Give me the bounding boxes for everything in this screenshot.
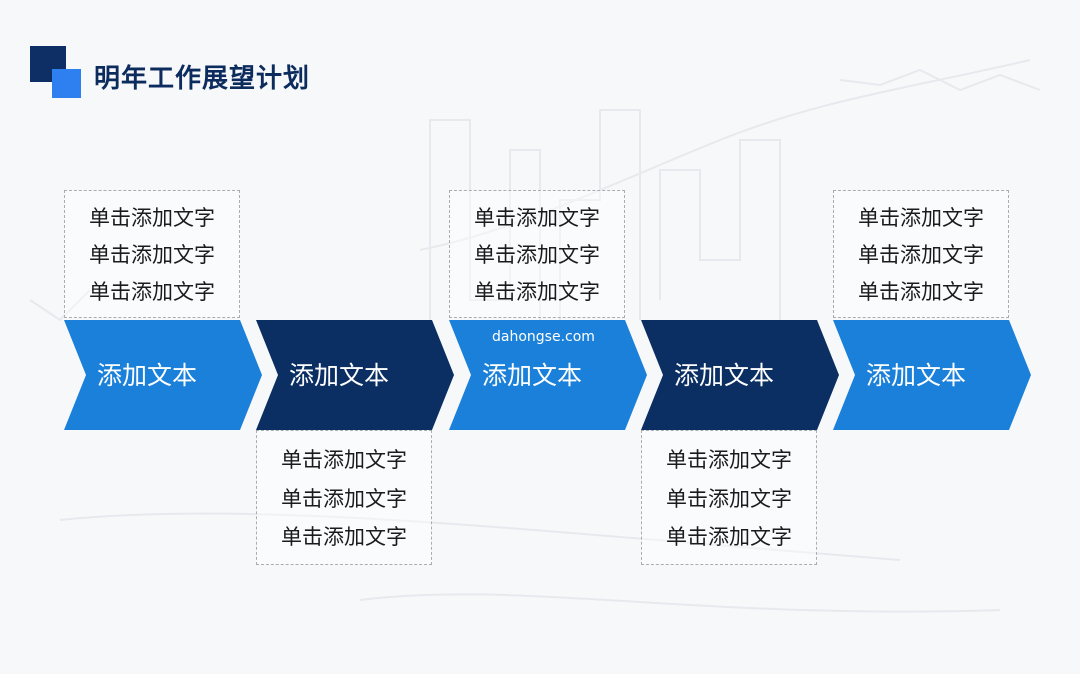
note-line: 单击添加文字 (474, 206, 600, 230)
watermark-text: dahongse.com (492, 329, 595, 345)
logo-square-light (52, 69, 81, 98)
note-line: 单击添加文字 (858, 206, 984, 230)
note-line: 单击添加文字 (281, 447, 407, 472)
note-line: 单击添加文字 (474, 280, 600, 304)
note-line: 单击添加文字 (666, 525, 792, 550)
step-3-chevron[interactable] (449, 320, 647, 430)
note-line: 单击添加文字 (89, 206, 215, 230)
step-1-note-box[interactable]: 单击添加文字 单击添加文字 单击添加文字 (64, 190, 240, 318)
note-line: 单击添加文字 (281, 486, 407, 511)
step-4-label: 添加文本 (674, 361, 775, 390)
step-4-chevron[interactable] (641, 320, 839, 430)
step-2-note-box[interactable]: 单击添加文字 单击添加文字 单击添加文字 (256, 430, 432, 565)
step-3-note-box[interactable]: 单击添加文字 单击添加文字 单击添加文字 (449, 190, 625, 318)
step-5-label: 添加文本 (866, 361, 967, 390)
step-4-note-box[interactable]: 单击添加文字 单击添加文字 单击添加文字 (641, 430, 817, 565)
step-5-note-box[interactable]: 单击添加文字 单击添加文字 单击添加文字 (833, 190, 1009, 318)
step-2-chevron[interactable] (256, 320, 454, 430)
note-line: 单击添加文字 (89, 243, 215, 267)
step-2-label: 添加文本 (289, 361, 390, 390)
note-line: 单击添加文字 (666, 486, 792, 511)
page-title: 明年工作展望计划 (94, 64, 311, 94)
step-1-label: 添加文本 (97, 361, 198, 390)
note-line: 单击添加文字 (474, 243, 600, 267)
step-1-chevron[interactable] (64, 320, 262, 430)
logo-squares (30, 46, 82, 98)
note-line: 单击添加文字 (858, 280, 984, 304)
note-line: 单击添加文字 (89, 280, 215, 304)
step-5-chevron[interactable] (833, 320, 1031, 430)
step-3-label: 添加文本 (482, 361, 583, 390)
note-line: 单击添加文字 (281, 525, 407, 550)
note-line: 单击添加文字 (666, 447, 792, 472)
note-line: 单击添加文字 (858, 243, 984, 267)
